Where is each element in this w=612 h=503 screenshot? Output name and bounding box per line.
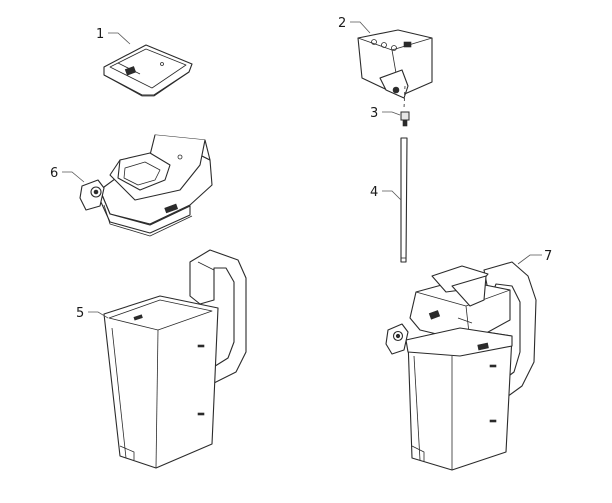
callout-6: 6	[50, 166, 85, 183]
callout-5: 5	[76, 306, 109, 321]
part-jug	[103, 249, 247, 469]
callout-3: 3	[370, 106, 401, 121]
part-tube	[400, 137, 408, 263]
callout-7: 7	[517, 249, 552, 265]
callout-label-1: 1	[96, 27, 104, 42]
callout-1: 1	[96, 27, 131, 45]
part-lid	[103, 44, 193, 97]
callout-label-4: 4	[370, 185, 378, 200]
part-assembled	[385, 261, 537, 471]
callout-2: 2	[338, 16, 371, 34]
part-frother-top	[79, 134, 213, 237]
callout-label-3: 3	[370, 106, 378, 121]
callout-4: 4	[370, 185, 402, 201]
callout-label-5: 5	[76, 306, 84, 321]
part-top-unit	[357, 29, 433, 109]
callout-label-7: 7	[544, 249, 552, 264]
part-connector	[400, 111, 410, 127]
callout-label-2: 2	[338, 16, 346, 31]
callout-label-6: 6	[50, 166, 58, 181]
